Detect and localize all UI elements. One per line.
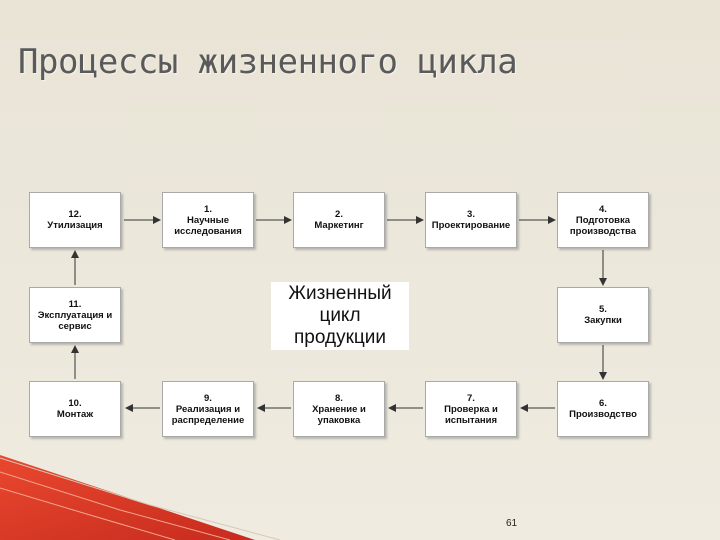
box-sales-distribution: 9. Реализация и распределение <box>162 381 254 437</box>
box-label: 7. Проверка и испытания <box>444 392 498 426</box>
slide-title: Процессы жизненного цикла <box>18 42 518 82</box>
center-label: Жизненный цикл продукции <box>288 283 392 348</box>
box-label: 4. Подготовка производства <box>569 203 637 237</box>
box-label: 6. Производство <box>569 398 637 420</box>
box-marketing: 2. Маркетинг <box>293 192 385 248</box>
box-operation-service: 11. Эксплуатация и сервис <box>29 287 121 343</box>
box-label: 1. Научные исследования <box>174 203 242 237</box>
box-production-prep: 4. Подготовка производства <box>557 192 649 248</box>
box-label: 8. Хранение и упаковка <box>312 392 366 426</box>
box-label: 10. Монтаж <box>56 398 94 420</box>
page-number: 61 <box>506 518 518 529</box>
box-design: 3. Проектирование <box>425 192 517 248</box>
center-label-box: Жизненный цикл продукции <box>271 282 409 350</box>
box-storage-packaging: 8. Хранение и упаковка <box>293 381 385 437</box>
box-installation: 10. Монтаж <box>29 381 121 437</box>
box-label: 2. Маркетинг <box>314 209 364 231</box>
box-testing: 7. Проверка и испытания <box>425 381 517 437</box>
box-label: 12. Утилизация <box>47 209 103 231</box>
box-label: 3. Проектирование <box>431 209 511 231</box>
box-label: 5. Закупки <box>584 304 622 326</box>
box-label: 11. Эксплуатация и сервис <box>37 298 113 332</box>
box-research: 1. Научные исследования <box>162 192 254 248</box>
box-production: 6. Производство <box>557 381 649 437</box>
box-utilization: 12. Утилизация <box>29 192 121 248</box>
box-procurement: 5. Закупки <box>557 287 649 343</box>
box-label: 9. Реализация и распределение <box>171 392 245 426</box>
